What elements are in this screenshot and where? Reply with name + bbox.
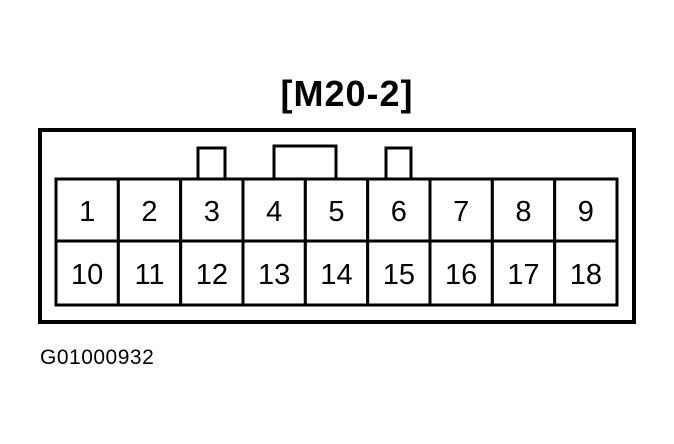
pin-cavity-10 (54, 239, 120, 307)
pin-label-1: 1 (79, 196, 95, 228)
pin-label-17: 17 (507, 259, 539, 291)
pin-cavity-12 (179, 239, 245, 307)
pin-cavity-14 (303, 239, 370, 307)
connector-title: [M20-2] (280, 73, 414, 114)
pin-label-16: 16 (445, 259, 477, 291)
pin-label-2: 2 (141, 196, 157, 228)
pin-cavity-2 (116, 177, 183, 243)
pin-label-15: 15 (383, 259, 415, 291)
pin-label-18: 18 (570, 259, 602, 291)
pin-cavity-15 (366, 239, 432, 307)
pin-label-13: 13 (258, 259, 290, 291)
pin-label-8: 8 (515, 196, 531, 228)
pin-label-6: 6 (391, 196, 407, 228)
pin-label-10: 10 (71, 259, 103, 291)
pin-cavity-1 (54, 177, 120, 243)
figure-id: G01000932 (40, 346, 155, 369)
connector-key-right (384, 146, 413, 181)
pin-label-4: 4 (266, 196, 282, 228)
pin-label-3: 3 (204, 196, 220, 228)
pin-label-14: 14 (320, 259, 352, 291)
pin-label-12: 12 (196, 259, 228, 291)
pin-label-5: 5 (328, 196, 344, 228)
connector-key-left (196, 146, 227, 181)
pin-cavity-17 (490, 239, 557, 307)
pin-cavity-18 (553, 239, 619, 307)
pin-label-11: 11 (134, 259, 164, 291)
pin-cavity-11 (116, 239, 183, 307)
pin-cavity-13 (241, 239, 307, 307)
connector-key-center (272, 144, 338, 181)
pin-label-7: 7 (453, 196, 469, 228)
pin-cavity-9 (553, 177, 619, 243)
pin-cavity-7 (428, 177, 494, 243)
pin-label-9: 9 (578, 196, 594, 228)
pin-cavity-16 (428, 239, 494, 307)
